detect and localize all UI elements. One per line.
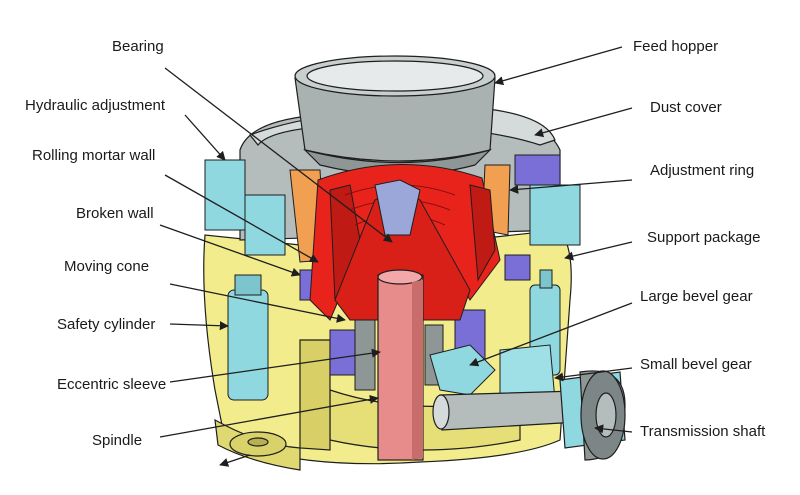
spindle-shape bbox=[377, 269, 424, 461]
feed-hopper-shape bbox=[294, 55, 496, 176]
label-moving-cone: Moving cone bbox=[64, 258, 150, 275]
label-feed-hopper: Feed hopper bbox=[633, 38, 719, 55]
label-bearing: Bearing bbox=[112, 38, 164, 55]
label-adjustment-ring: Adjustment ring bbox=[650, 162, 755, 179]
label-transmission-shaft: Transmission shaft bbox=[640, 423, 766, 440]
transmission-shaft-shape bbox=[432, 370, 626, 461]
label-safety-cylinder: Safety cylinder bbox=[57, 316, 156, 333]
leader-lines bbox=[159, 46, 633, 467]
label-spindle: Spindle bbox=[92, 432, 143, 449]
label-hydraulic-adjustment: Hydraulic adjustment bbox=[25, 97, 166, 114]
label-large-bevel-gear: Large bevel gear bbox=[640, 288, 753, 305]
label-small-bevel-gear: Small bevel gear bbox=[640, 356, 752, 373]
label-rolling-mortar-wall: Rolling mortar wall bbox=[32, 147, 156, 164]
label-support-package: Support package bbox=[647, 229, 761, 246]
label-dust-cover: Dust cover bbox=[650, 99, 722, 116]
label-broken-wall: Broken wall bbox=[76, 205, 154, 222]
label-eccentric-sleeve: Eccentric sleeve bbox=[57, 376, 167, 393]
concave-liner bbox=[309, 164, 501, 321]
